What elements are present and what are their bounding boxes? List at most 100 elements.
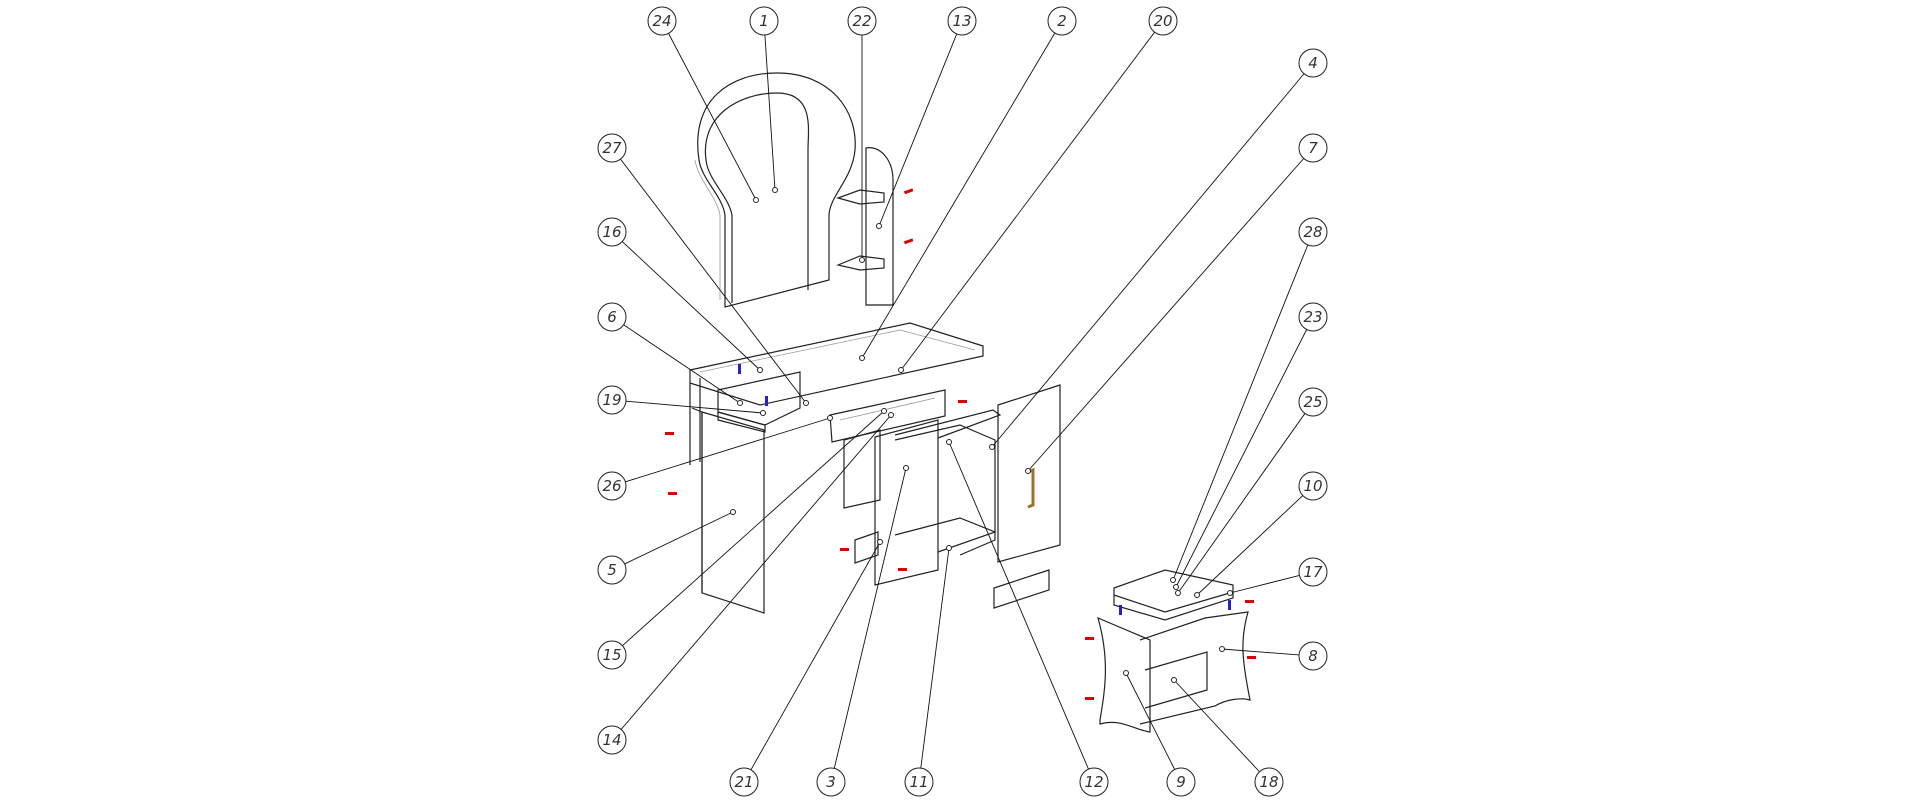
leader-target-dot xyxy=(757,367,763,373)
callout-number: 7 xyxy=(1308,139,1318,157)
callout-bubble xyxy=(1298,217,1328,247)
callout-bubble xyxy=(729,767,759,797)
leader-target-dot xyxy=(1173,584,1179,590)
leader-target-dot xyxy=(946,439,952,445)
leader-target-dot xyxy=(881,408,887,414)
leader-target-dot xyxy=(1025,468,1031,474)
leader-target-dot xyxy=(772,187,778,193)
callout-number: 4 xyxy=(1308,54,1318,72)
stool xyxy=(1085,569,1256,733)
leader-line xyxy=(625,417,831,483)
leader-target-dot xyxy=(1171,677,1177,683)
leader-target-dot xyxy=(1227,590,1233,596)
callout-bubble xyxy=(904,767,934,797)
left-leg-panel xyxy=(665,407,765,614)
drawer-right xyxy=(829,389,946,443)
leader-line xyxy=(1173,679,1260,773)
leader-line xyxy=(861,32,1056,359)
callout-bubble xyxy=(1254,767,1284,797)
callout-number: 12 xyxy=(1084,773,1103,791)
leader-line xyxy=(622,410,885,646)
callout-bubble xyxy=(1298,641,1328,671)
drawer-left xyxy=(717,364,801,433)
callout-6: 6 xyxy=(597,302,743,406)
leader-line xyxy=(1229,574,1300,594)
callout-bubble xyxy=(947,6,977,36)
callout-19: 19 xyxy=(597,385,766,416)
leader-target-dot xyxy=(760,410,766,416)
callout-25: 25 xyxy=(1175,387,1328,596)
callout-number: 3 xyxy=(826,773,836,791)
callout-12: 12 xyxy=(946,439,1109,797)
callout-bubble xyxy=(597,217,627,247)
callout-bubble xyxy=(597,640,627,670)
callout-15: 15 xyxy=(597,408,887,670)
leader-line xyxy=(624,511,734,565)
mirror-panel xyxy=(694,72,856,308)
callout-number: 19 xyxy=(602,391,621,409)
leader-line xyxy=(750,541,881,771)
cabinet-body xyxy=(840,400,1002,586)
callout-bubble xyxy=(597,471,627,501)
leader-line xyxy=(900,31,1155,371)
leader-line xyxy=(991,73,1305,448)
callout-7: 7 xyxy=(1025,133,1328,474)
callout-bubble xyxy=(597,725,627,755)
callout-number: 6 xyxy=(607,308,617,326)
callout-24: 24 xyxy=(647,6,759,203)
callout-8: 8 xyxy=(1219,641,1328,671)
callout-28: 28 xyxy=(1170,217,1328,583)
callout-number: 27 xyxy=(602,139,622,157)
callout-bubble xyxy=(1148,6,1178,36)
callout-number: 11 xyxy=(909,773,928,791)
callout-number: 15 xyxy=(602,646,621,664)
leader-line xyxy=(948,441,1089,770)
callout-bubble xyxy=(749,6,779,36)
callout-11: 11 xyxy=(904,545,952,797)
callout-10: 10 xyxy=(1194,471,1328,598)
callout-bubble xyxy=(597,555,627,585)
callout-number: 23 xyxy=(1303,308,1322,326)
callout-number: 2 xyxy=(1057,12,1067,30)
leader-line xyxy=(668,33,757,201)
back-panel xyxy=(843,429,881,509)
callout-number: 18 xyxy=(1259,773,1278,791)
leader-line xyxy=(1027,158,1305,472)
callout-number: 21 xyxy=(734,773,753,791)
callout-bubble xyxy=(1298,133,1328,163)
callout-number: 28 xyxy=(1303,223,1322,241)
callout-bubble xyxy=(597,302,627,332)
leader-target-dot xyxy=(1123,670,1129,676)
leader-line xyxy=(878,33,958,227)
leader-target-dot xyxy=(753,197,759,203)
leader-line xyxy=(920,547,950,769)
callout-16: 16 xyxy=(597,217,763,373)
leader-line xyxy=(620,158,807,404)
callout-18: 18 xyxy=(1171,677,1284,797)
leader-line xyxy=(1221,648,1300,656)
callout-9: 9 xyxy=(1123,670,1196,797)
callout-number: 20 xyxy=(1153,12,1172,30)
callout-bubble xyxy=(847,6,877,36)
callout-21: 21 xyxy=(729,539,883,797)
leader-line xyxy=(625,400,764,414)
callout-number: 16 xyxy=(602,223,621,241)
leader-target-dot xyxy=(1219,646,1225,652)
callout-bubble xyxy=(1047,6,1077,36)
callout-bubble xyxy=(1298,302,1328,332)
leader-target-dot xyxy=(827,415,833,421)
callout-bubble xyxy=(1298,387,1328,417)
callout-number: 13 xyxy=(952,12,971,30)
callout-bubble xyxy=(1298,48,1328,78)
callout-13: 13 xyxy=(876,6,977,229)
callout-bubble xyxy=(1298,471,1328,501)
callout-5: 5 xyxy=(597,509,736,585)
callout-23: 23 xyxy=(1173,302,1328,590)
leader-line xyxy=(1175,329,1308,588)
callout-3: 3 xyxy=(816,465,909,797)
callout-14: 14 xyxy=(597,412,894,755)
leader-target-dot xyxy=(946,545,952,551)
callout-number: 26 xyxy=(602,477,621,495)
callout-4: 4 xyxy=(989,48,1328,450)
